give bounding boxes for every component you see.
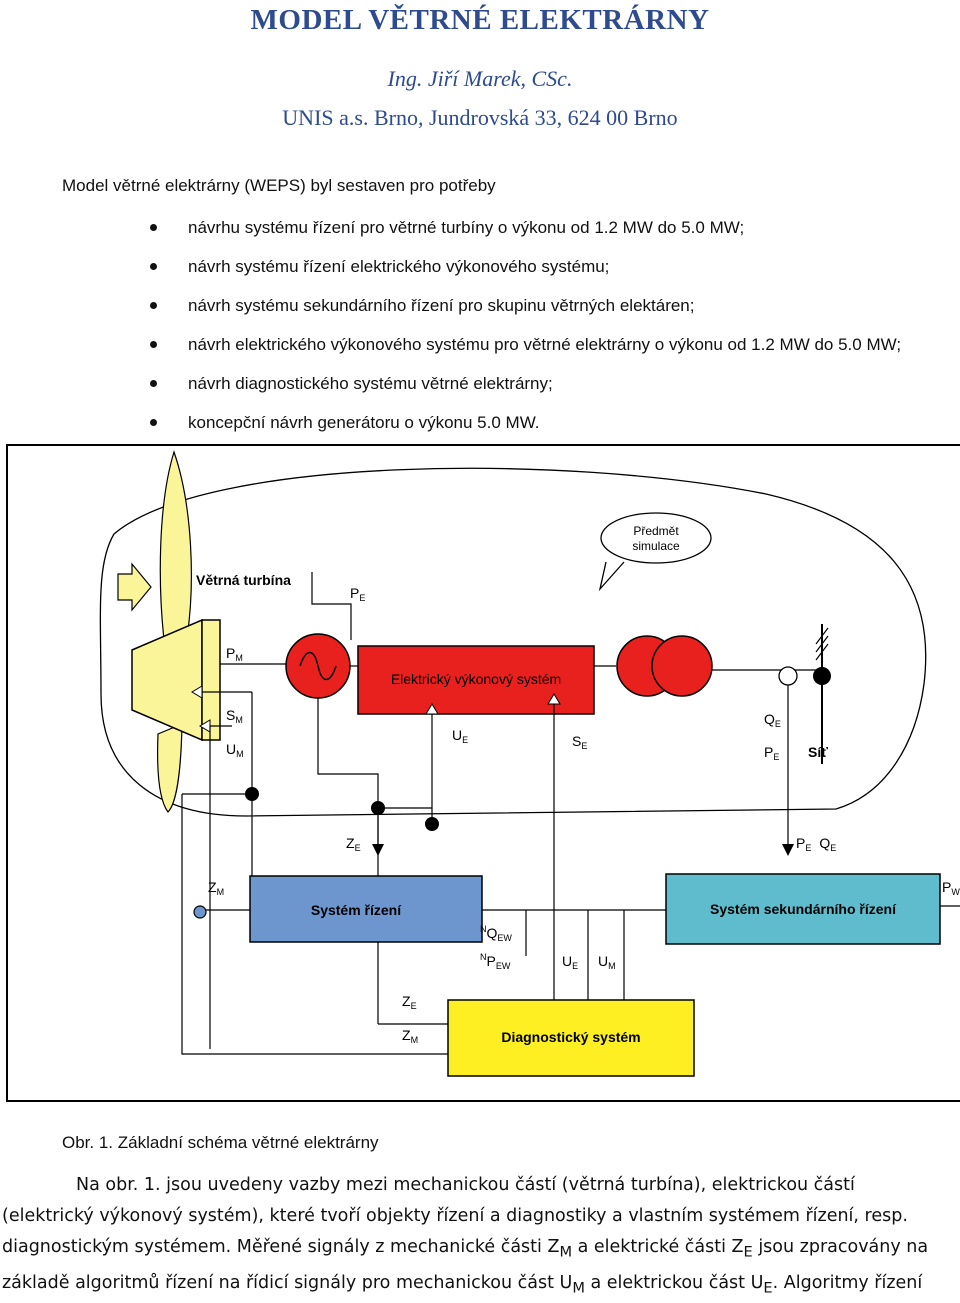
intro-text: Model větrné elektrárny (WEPS) byl sesta… (62, 176, 496, 196)
page-title: MODEL VĚTRNÉ ELEKTRÁRNY (0, 4, 960, 37)
sig-um-mid: UM (598, 953, 616, 971)
transformer-icon (652, 636, 712, 696)
bullet-icon (150, 263, 157, 270)
sig-nqew: NQEW (480, 924, 512, 943)
list-item: návrh diagnostického systému větrné elek… (0, 364, 960, 403)
sig-npew: NPEW (480, 952, 511, 971)
bubble-text-2: simulace (632, 539, 680, 553)
bubble-pointer (600, 562, 624, 589)
sig-se: SE (572, 733, 587, 751)
para-line: diagnostickým systémem. Měřené signály z… (2, 1232, 960, 1268)
sig-pe-top: PE (350, 585, 365, 603)
bullet-icon (150, 302, 157, 309)
author-address: UNIS a.s. Brno, Jundrovská 33, 624 00 Br… (0, 105, 960, 131)
purpose-list: návrhu systému řízení pro větrné turbíny… (0, 208, 960, 442)
bubble-text-1: Předmět (633, 524, 679, 538)
sig-sm: SM (226, 707, 243, 725)
sig-pw: PW (942, 879, 960, 897)
turbine-blade-icon (160, 452, 191, 654)
sig-ue-mid: UE (562, 953, 578, 971)
list-item: návrhu systému řízení pro větrné turbíny… (0, 208, 960, 247)
diagnostic-system-label: Diagnostický systém (501, 1029, 640, 1045)
turbine-hub (202, 620, 220, 740)
sig-pe-right: PE (764, 744, 779, 762)
arrow-down-icon (782, 844, 794, 856)
control-system-label: Systém řízení (311, 902, 402, 918)
turbine-nacelle-icon (132, 620, 202, 740)
bullet-icon (150, 419, 157, 426)
wind-plant-diagram: Předmět simulace Větrná turbína PE PM El… (6, 444, 960, 1104)
sig-ze-top: ZE (346, 835, 361, 853)
figure-caption: Obr. 1. Základní schéma větrné elektrárn… (62, 1133, 379, 1153)
list-item: koncepční návrh generátoru o výkonu 5.0 … (0, 403, 960, 442)
wire (318, 698, 378, 844)
grid-label: Síť (808, 744, 828, 760)
bullet-icon (150, 341, 157, 348)
input-node-icon (194, 906, 206, 918)
junction-icon (425, 817, 439, 831)
sig-pm: PM (226, 645, 243, 663)
sig-ze-bottom: ZE (402, 993, 417, 1011)
list-item: návrh systému řízení elektrického výkono… (0, 247, 960, 286)
list-item: návrh elektrického výkonového systému pr… (0, 325, 960, 364)
simulation-boundary (100, 468, 925, 816)
para-line: (elektrický výkonový systém), které tvoř… (2, 1201, 960, 1232)
sig-zm: ZM (208, 879, 224, 897)
turbine-label: Větrná turbína (196, 572, 291, 588)
sig-qe: QE (764, 711, 781, 729)
body-paragraph: Na obr. 1. jsou uvedeny vazby mezi mecha… (2, 1170, 960, 1303)
simulation-bubble (601, 513, 711, 563)
bullet-icon (150, 224, 157, 231)
sig-um: UM (226, 741, 244, 759)
measurement-point-icon (779, 667, 797, 685)
sig-ue-top: UE (452, 727, 468, 745)
pe-line (312, 572, 351, 640)
list-item: návrh systému sekundárního řízení pro sk… (0, 286, 960, 325)
wind-arrow-icon (118, 564, 151, 610)
power-system-label: Elektrický výkonový systém (391, 671, 561, 687)
author-name: Ing. Jiří Marek, CSc. (0, 66, 960, 92)
sig-zm-bottom: ZM (402, 1027, 418, 1045)
para-line: základě algoritmů řízení na řídicí signá… (2, 1268, 960, 1303)
secondary-system-label: Systém sekundárního řízení (710, 901, 897, 917)
bullet-icon (150, 380, 157, 387)
para-line: Na obr. 1. jsou uvedeny vazby mezi mecha… (2, 1170, 960, 1201)
